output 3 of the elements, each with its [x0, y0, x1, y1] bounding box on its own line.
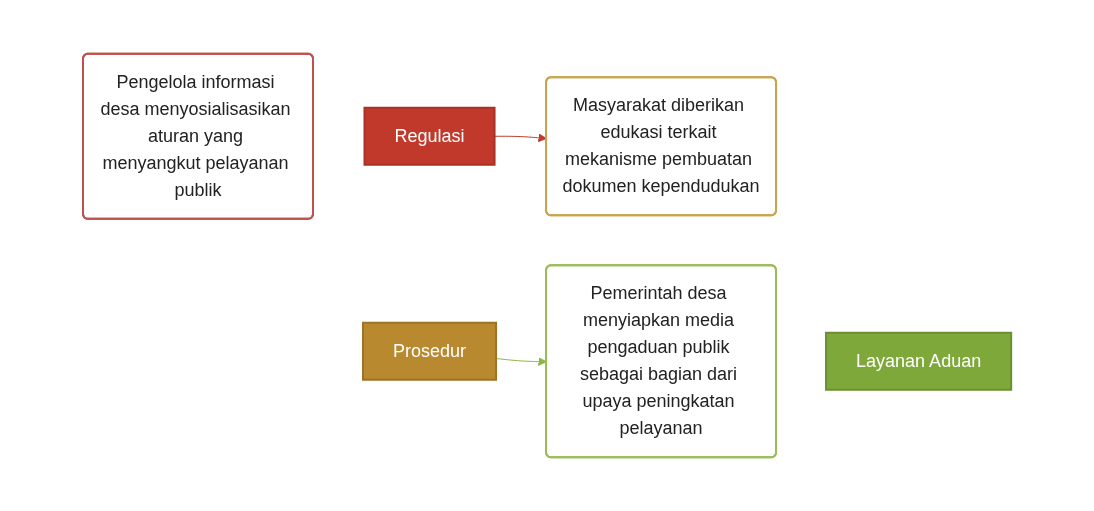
- node-box: Layanan Aduan: [824, 331, 1013, 391]
- node-box: Regulasi: [363, 106, 496, 166]
- node-box: Prosedur: [361, 321, 497, 381]
